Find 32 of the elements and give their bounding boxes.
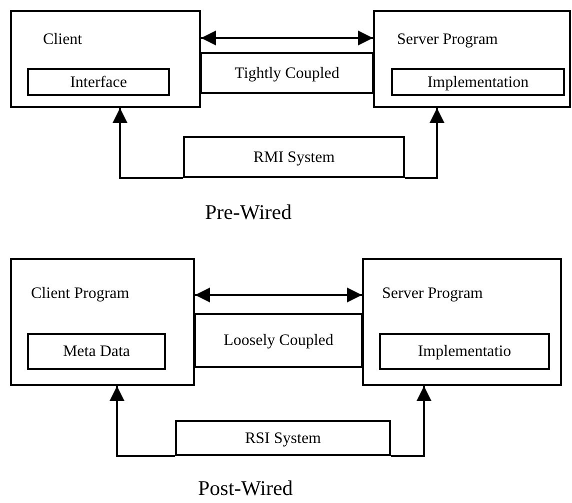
component-box — [183, 136, 405, 178]
box-heading: Server Program — [397, 32, 498, 48]
component-box — [391, 68, 565, 96]
arrow — [391, 386, 432, 457]
arrow — [405, 108, 444, 179]
box-heading: Client Program — [31, 286, 130, 302]
box-label: Implementation — [427, 72, 529, 92]
diagram-caption: Post-Wired — [198, 478, 293, 499]
arrow — [112, 108, 183, 179]
box-label: Loosely Coupled — [224, 331, 334, 350]
diagram-caption: Pre-Wired — [205, 202, 292, 223]
box-heading: Server Program — [382, 286, 483, 302]
box-label: Interface — [70, 72, 127, 92]
arrow — [201, 30, 373, 46]
box-heading: Client — [43, 32, 82, 48]
component-box — [175, 420, 391, 456]
box-label: RMI System — [253, 148, 335, 166]
arrow — [110, 386, 175, 457]
component-box — [379, 333, 550, 370]
box-label: Tightly Coupled — [234, 64, 340, 82]
component-box — [194, 313, 363, 368]
component-box — [10, 10, 201, 108]
arrow — [195, 288, 362, 302]
component-box — [27, 333, 166, 370]
component-box — [362, 258, 562, 386]
box-label: Meta Data — [62, 342, 130, 361]
component-box — [373, 10, 571, 108]
component-box — [10, 258, 195, 386]
component-box — [200, 52, 374, 94]
component-box — [27, 68, 170, 96]
box-label: RSI System — [244, 428, 321, 448]
box-label: Implementatio — [418, 342, 512, 361]
